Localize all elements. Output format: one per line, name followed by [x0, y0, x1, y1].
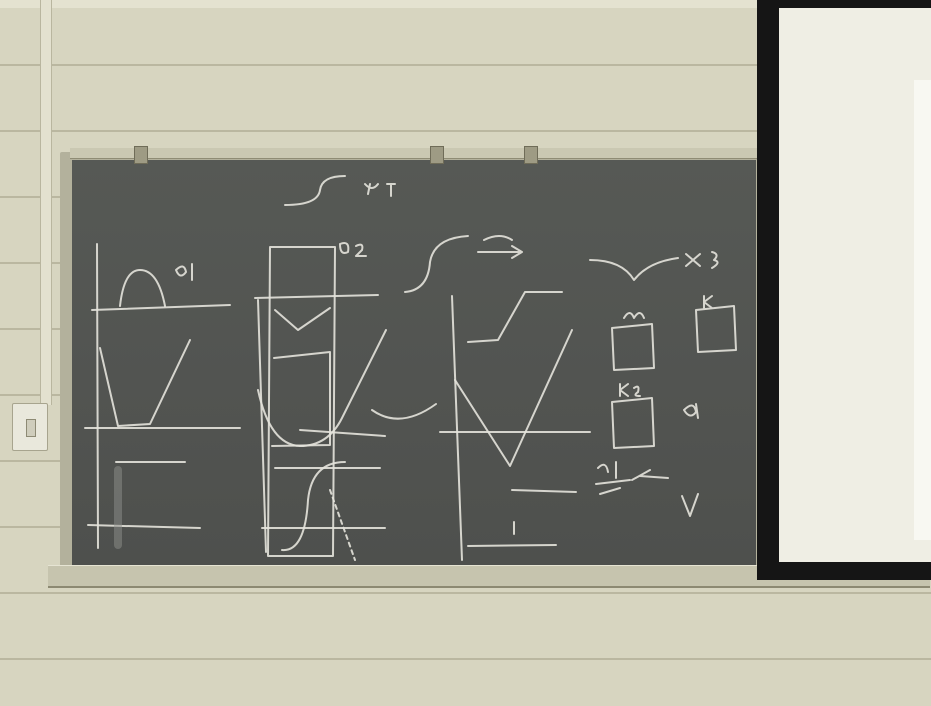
chalk-box-tall — [267, 246, 336, 557]
chalk-label-a2 — [339, 242, 367, 257]
chalk-label-a3 — [685, 251, 719, 269]
map-rail — [70, 148, 760, 159]
chalk-dip-curve — [589, 257, 679, 281]
projector-screen — [779, 8, 931, 562]
chalk-v-symbol — [681, 493, 699, 517]
chalkboard — [72, 160, 756, 566]
chalk-v-mid — [274, 307, 331, 331]
chalk-u-curve — [257, 329, 387, 447]
chalk-label-a1 — [175, 263, 193, 281]
map-clip — [430, 146, 444, 164]
chalk-box-m — [611, 312, 655, 371]
chalk-hline-left-3 — [87, 524, 201, 529]
chalk-axis-left — [96, 243, 99, 549]
chalk-step-right — [467, 291, 563, 343]
chalk-hline-right-3 — [467, 544, 557, 547]
chalk-baseline-left — [91, 304, 231, 311]
chalk-fraction — [595, 461, 669, 495]
map-clip — [524, 146, 538, 164]
chalk-line-mid-top — [254, 294, 379, 299]
chalk-bowl — [371, 403, 437, 420]
ceiling-edge — [0, 0, 931, 8]
chalk-axis-mid — [257, 299, 267, 553]
chalk-v-left — [99, 339, 191, 427]
chalk-tray — [48, 565, 930, 588]
map-clip — [134, 146, 148, 164]
chalk-sigmoid-right — [404, 235, 469, 293]
chalk-hline-right-2 — [511, 489, 577, 493]
chalk-sigmoid-mid — [281, 461, 346, 552]
switch-toggle — [26, 419, 36, 437]
chalk-box-ks — [611, 383, 655, 449]
chalk-hline-mid — [299, 429, 386, 437]
chalk-label-a — [683, 403, 699, 419]
chalk-sigmoid-top — [284, 175, 346, 206]
wall-conduit — [40, 0, 52, 405]
chalk-dashed-line — [329, 489, 356, 561]
chalk-axis-right — [451, 295, 463, 561]
light-switch — [12, 403, 48, 451]
chalk-arrow-right — [477, 235, 523, 259]
chalk-label-top — [364, 183, 396, 197]
chalk-box-k — [695, 295, 737, 353]
chalk-v-right — [454, 329, 573, 467]
screen-edge — [914, 80, 931, 540]
chalk-bump — [119, 269, 166, 307]
